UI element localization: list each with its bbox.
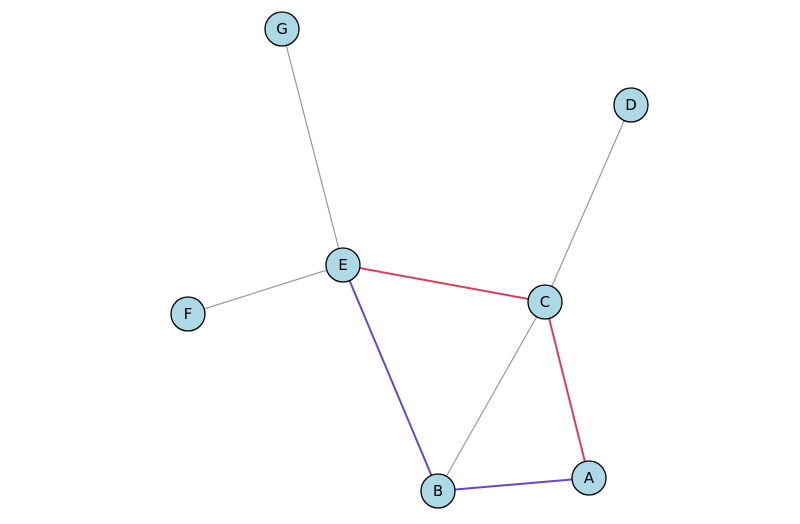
edge-D-C: [544, 104, 632, 303]
node-E: E: [325, 247, 361, 283]
node-label: G: [276, 20, 288, 38]
edge-layer: [187, 28, 632, 492]
node-G: G: [264, 11, 300, 47]
edge-G-E: [281, 28, 344, 266]
edge-E-F: [187, 264, 344, 315]
node-layer: A B C D E F G: [170, 11, 649, 509]
node-A: A: [571, 460, 607, 496]
edge-C-A: [544, 301, 590, 479]
node-circle: [613, 87, 649, 123]
node-circle: [264, 11, 300, 47]
node-circle: [527, 284, 563, 320]
node-F: F: [170, 296, 206, 332]
node-B: B: [420, 473, 456, 509]
node-label: E: [338, 256, 347, 274]
node-C: C: [527, 284, 563, 320]
node-circle: [571, 460, 607, 496]
node-label: D: [625, 96, 637, 114]
node-label: B: [433, 482, 443, 500]
node-label: C: [540, 293, 550, 311]
edge-C-B: [437, 301, 546, 492]
edge-B-A: [437, 477, 590, 492]
node-label: A: [584, 469, 595, 487]
node-label: F: [184, 305, 193, 323]
edge-E-B: [342, 264, 439, 492]
node-circle: [325, 247, 361, 283]
node-circle: [170, 296, 206, 332]
edge-E-C: [342, 264, 546, 303]
node-D: D: [613, 87, 649, 123]
node-circle: [420, 473, 456, 509]
